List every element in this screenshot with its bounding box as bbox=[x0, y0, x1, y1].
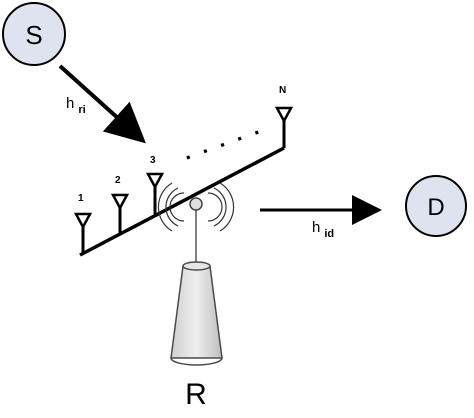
antenna-icon bbox=[73, 212, 93, 230]
antenna-ellipsis: . . . . . bbox=[179, 113, 265, 165]
antenna-2 bbox=[110, 193, 130, 234]
antenna-array-beam bbox=[79, 146, 285, 257]
antenna-label-2: 2 bbox=[115, 175, 121, 186]
antenna-label-3: 3 bbox=[150, 155, 156, 166]
destination-node: D bbox=[405, 175, 467, 237]
antenna-icon bbox=[110, 193, 130, 211]
destination-circle bbox=[405, 175, 467, 237]
source-node: S bbox=[2, 2, 66, 66]
antenna-icon bbox=[274, 106, 294, 124]
antenna-1 bbox=[73, 212, 93, 253]
antenna-n bbox=[274, 106, 294, 148]
antenna-3 bbox=[145, 172, 165, 216]
source-to-relay-arrow bbox=[58, 64, 146, 144]
relay-cone bbox=[170, 261, 223, 366]
relay-wave-icon bbox=[157, 182, 235, 232]
relay-label: R bbox=[185, 378, 207, 411]
antenna-label-n: N bbox=[279, 85, 286, 96]
source-circle bbox=[2, 2, 66, 66]
antenna-icon bbox=[145, 172, 165, 190]
destination-label: D bbox=[427, 194, 444, 221]
relay-pivot bbox=[189, 197, 203, 211]
source-label: S bbox=[25, 20, 42, 50]
antenna-label-1: 1 bbox=[78, 193, 84, 204]
